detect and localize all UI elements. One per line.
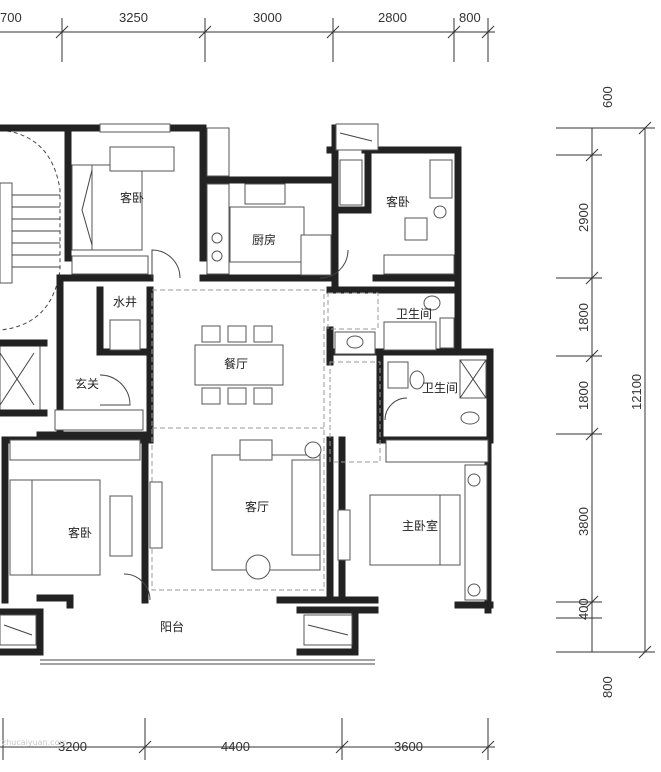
bottom-dimension-1: 3200: [58, 739, 87, 754]
room-label-water-well: 水井: [113, 295, 137, 309]
right-dimension-2: 2900: [576, 203, 591, 232]
door-swings: [99, 249, 408, 601]
room-label-bath-2: 卫生间: [422, 381, 458, 395]
right-dimension-line: 600 2900 1800 1800 3800 400 800 12100: [556, 86, 655, 698]
top-dimension-2: 3250: [119, 10, 148, 25]
right-dimension-4: 1800: [576, 381, 591, 410]
right-dimension-3: 1800: [576, 303, 591, 332]
room-label-bedroom-sw: 客卧: [68, 525, 92, 540]
room-label-bath-1: 卫生间: [396, 307, 432, 321]
right-dimension-6: 400: [576, 598, 591, 620]
room-label-living: 客厅: [245, 499, 269, 514]
room-label-balcony: 阳台: [160, 619, 184, 634]
bottom-dimension-3: 3600: [394, 739, 423, 754]
room-label-bedroom-nw: 客卧: [120, 190, 144, 205]
watermark: zhucaiyuan.com: [2, 738, 67, 747]
room-label-foyer: 玄关: [75, 376, 99, 391]
right-dimension-5: 3800: [576, 507, 591, 536]
top-dimension-4: 2800: [378, 10, 407, 25]
bottom-dimension-2: 4400: [221, 739, 250, 754]
top-dimension-1: 700: [0, 10, 22, 25]
top-dimension-3: 3000: [253, 10, 282, 25]
room-label-bedroom-ne: 客卧: [386, 194, 410, 209]
top-dimension-5: 800: [459, 10, 481, 25]
zone-outlines: [151, 289, 381, 591]
room-label-kitchen: 厨房: [252, 232, 276, 247]
right-dimension-7: 800: [600, 676, 615, 698]
top-dimension-line: 700 3250 3000 2800 800: [0, 10, 495, 62]
right-dimension-1: 600: [600, 86, 615, 108]
furniture: [0, 123, 489, 646]
room-labels: 客卧 厨房 客卧 水井 卫生间 餐厅 玄关 卫生间 客卧 客厅 主卧室 阳台: [68, 190, 458, 634]
total-dimension: 12100: [629, 374, 644, 410]
stair-core: [0, 129, 61, 417]
room-label-dining: 餐厅: [224, 356, 248, 371]
bottom-dimension-line: 3200 4400 3600: [0, 718, 495, 760]
room-label-master: 主卧室: [402, 518, 438, 533]
